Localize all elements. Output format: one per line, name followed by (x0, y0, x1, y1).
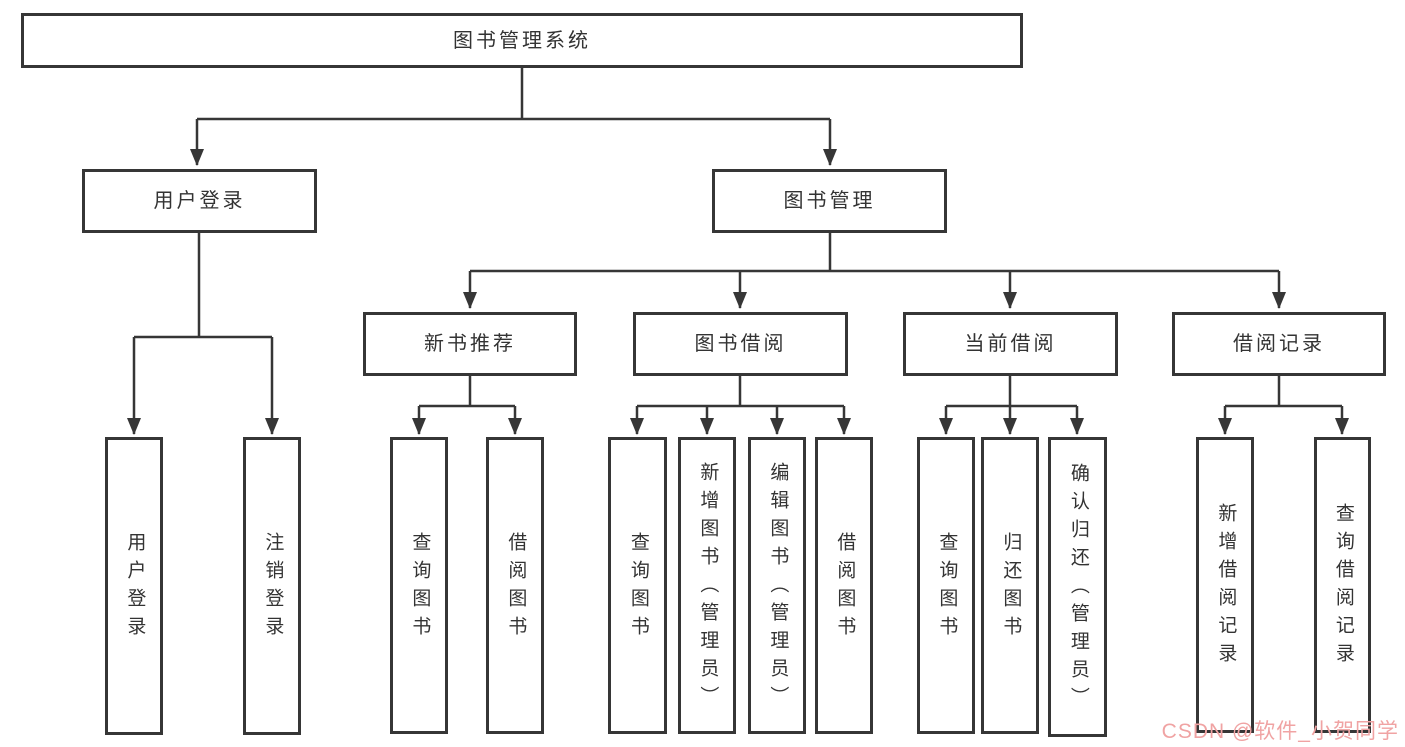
node-user-login: 用户登录 (82, 169, 317, 233)
leaf-br-query-record: 查询借阅记录 (1314, 437, 1371, 733)
leaf-logout: 注销登录 (243, 437, 301, 735)
leaf-cb-confirm-return-admin: 确认归还（管理员） (1048, 437, 1107, 737)
node-current-borrowing: 当前借阅 (903, 312, 1118, 376)
leaf-bb-query-books: 查询图书 (608, 437, 667, 734)
leaf-nbr-borrow-books: 借阅图书 (486, 437, 544, 734)
node-book-management: 图书管理 (712, 169, 947, 233)
leaf-nbr-query-books: 查询图书 (390, 437, 448, 734)
leaf-bb-edit-books-admin: 编辑图书（管理员） (748, 437, 806, 734)
node-library-system: 图书管理系统 (21, 13, 1023, 68)
leaf-bb-add-books-admin: 新增图书（管理员） (678, 437, 736, 734)
leaf-user-login: 用户登录 (105, 437, 163, 735)
node-borrowing-records: 借阅记录 (1172, 312, 1386, 376)
leaf-br-add-record: 新增借阅记录 (1196, 437, 1254, 733)
leaf-cb-return-books: 归还图书 (981, 437, 1039, 734)
leaf-bb-borrow-books: 借阅图书 (815, 437, 873, 734)
node-new-book-recommendation: 新书推荐 (363, 312, 577, 376)
node-book-borrowing: 图书借阅 (633, 312, 848, 376)
leaf-cb-query-books: 查询图书 (917, 437, 975, 734)
